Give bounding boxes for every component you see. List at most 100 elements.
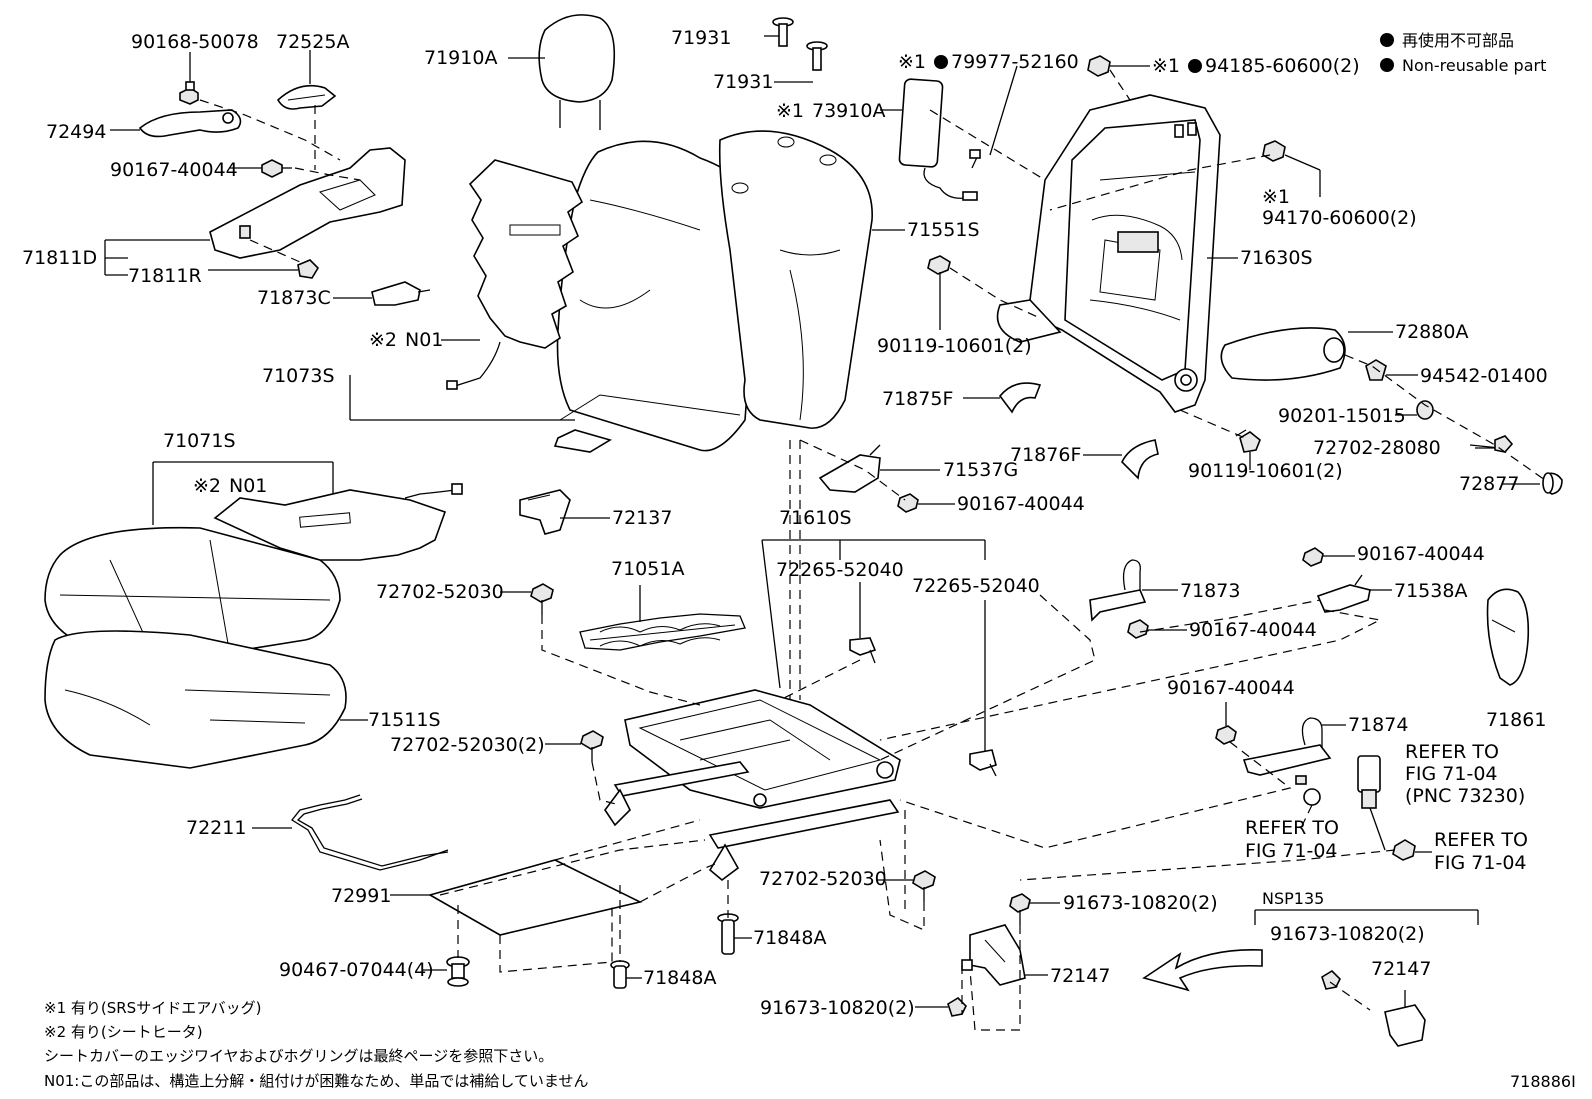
bolt-72702-28080 <box>1469 435 1514 453</box>
headrest-guide <box>772 17 828 71</box>
bolt-90167-d <box>1302 547 1324 567</box>
non-reusable-dot-icon <box>1188 59 1202 73</box>
label-90119-10601-b: 90119-10601(2) <box>1188 460 1343 482</box>
label-90467-07044: 90467-07044(4) <box>279 959 434 981</box>
seat-heater-back <box>446 159 584 390</box>
label-91673-10820-b: 91673-10820(2) <box>760 997 915 1019</box>
label-72525a: 72525A <box>276 31 349 53</box>
label-94185-60600: 94185-60600(2) <box>1205 55 1360 77</box>
label-71861: 71861 <box>1486 709 1546 731</box>
headrest <box>538 14 616 130</box>
refer-2-line-a: REFER TO <box>1245 817 1339 839</box>
pin-71848A-a <box>717 913 739 955</box>
label-72211: 72211 <box>186 817 246 839</box>
bolt-90167-e <box>1215 725 1237 745</box>
spring-assembly <box>579 613 746 651</box>
bolt-90119 <box>927 255 951 285</box>
figure-id: 718886I <box>1510 1072 1576 1091</box>
refer-3-line-a: REFER TO <box>1434 829 1528 851</box>
label-72880a: 72880A <box>1395 321 1468 343</box>
label-91673-10820-a: 91673-10820(2) <box>1063 892 1218 914</box>
label-71811r: 71811R <box>128 265 202 287</box>
label-90168-50078: 90168-50078 <box>131 31 259 53</box>
nut-refer <box>1392 839 1416 861</box>
label-71910a: 71910A <box>424 47 497 69</box>
seatback-frame <box>996 94 1221 413</box>
label-72265-52040-b: 72265-52040 <box>912 575 1040 597</box>
refer-3-line-b: FIG 71-04 <box>1434 852 1527 874</box>
bracket-71874 <box>1242 717 1332 785</box>
bolt-90119-b <box>1235 429 1261 453</box>
label-71848a-b: 71848A <box>643 967 716 989</box>
bracket-72137 <box>519 489 571 535</box>
label-71931-a: 71931 <box>671 27 731 49</box>
label-71931-b: 71931 <box>713 71 773 93</box>
refer-1-line-c: (PNC 73230) <box>1405 785 1525 807</box>
clip-90467 <box>446 956 470 987</box>
label-71876f: 71876F <box>1010 444 1081 466</box>
label-90119-10601-a: 90119-10601(2) <box>877 335 1032 357</box>
mark-kome2-a: ※2 <box>369 329 397 351</box>
mark-kome1-d: ※1 <box>1262 186 1290 208</box>
label-72147-b: 72147 <box>1371 958 1431 980</box>
label-72147-a: 72147 <box>1050 965 1110 987</box>
bolt-72702-52030-2 <box>580 730 604 762</box>
bolt-91673-a <box>1009 893 1031 925</box>
label-71511s: 71511S <box>368 709 441 731</box>
nsp135-group <box>1254 909 1479 1047</box>
cushion-frame <box>604 689 901 882</box>
label-71873: 71873 <box>1180 580 1240 602</box>
refer-2-line-b: FIG 71-04 <box>1245 840 1338 862</box>
label-72991: 72991 <box>331 885 391 907</box>
label-90201-15015: 90201-15015 <box>1278 405 1406 427</box>
hook-72265-b <box>969 749 997 777</box>
label-71551s: 71551S <box>907 219 980 241</box>
label-71538a: 71538A <box>1394 580 1467 602</box>
assembly-guides <box>199 69 1546 1031</box>
cap-72877 <box>1542 472 1563 495</box>
label-n01-b: N01 <box>229 475 267 497</box>
legend-jp: 再使用不可部品 <box>1402 31 1514 50</box>
bolt-90167-c <box>1127 619 1149 639</box>
bolt-72702-52030 <box>530 583 554 615</box>
wire-72211 <box>291 794 449 871</box>
label-71811d: 71811D <box>22 247 97 269</box>
cover-71875F <box>998 382 1042 414</box>
label-72494: 72494 <box>46 121 106 143</box>
seat-belt-buckle <box>1303 755 1386 851</box>
seat-side-shield <box>209 147 406 259</box>
pin-71848A-b <box>610 960 630 989</box>
mark-kome2-b: ※2 <box>193 475 221 497</box>
label-72137: 72137 <box>612 507 672 529</box>
label-72265-52040-a: 72265-52040 <box>776 559 904 581</box>
legend: 再使用不可部品 Non-reusable part <box>1380 31 1546 75</box>
footnote-3: シートカバーのエッジワイヤおよびホグリングは最終ページを参照下さい。 <box>44 1047 553 1065</box>
footnote-1: ※1 有り(SRSサイドエアバッグ) <box>44 999 261 1017</box>
label-71537g: 71537G <box>943 459 1018 481</box>
label-72702-52030-a: 72702-52030 <box>376 581 504 603</box>
label-72702-28080: 72702-28080 <box>1313 437 1441 459</box>
label-79977-52160: 79977-52160 <box>951 51 1079 73</box>
bracket-71538A <box>1316 574 1371 613</box>
label-71610s: 71610S <box>779 507 852 529</box>
label-71875f: 71875F <box>882 388 953 410</box>
label-71073s: 71073S <box>262 365 335 387</box>
refer-1-line-b: FIG 71-04 <box>1405 763 1498 785</box>
bracket-71537G <box>818 444 881 493</box>
seatback-cover <box>553 140 761 453</box>
label-71874: 71874 <box>1348 714 1408 736</box>
label-72702-52030-b: 72702-52030 <box>759 868 887 890</box>
knob-72494 <box>138 109 242 138</box>
washer-90201 <box>1416 400 1434 420</box>
mark-kome1-a: ※1 <box>776 100 804 122</box>
cushion-cover <box>44 526 341 661</box>
legend-en: Non-reusable part <box>1402 56 1546 75</box>
non-reusable-dot-icon <box>1380 58 1394 72</box>
bolt-72702-52030-b <box>912 870 936 902</box>
label-n01-a: N01 <box>405 329 443 351</box>
bolt-90167-b <box>897 493 919 513</box>
label-nsp135: NSP135 <box>1262 889 1324 908</box>
label-94542-01400: 94542-01400 <box>1420 365 1548 387</box>
bolt-91673-b <box>947 996 967 1017</box>
